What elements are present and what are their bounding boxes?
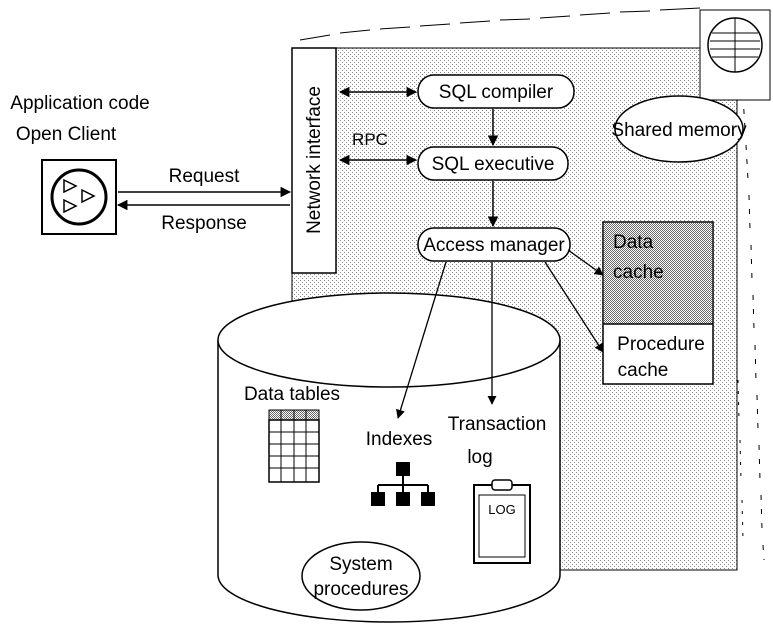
procedure-cache-label-line2: cache — [618, 360, 669, 381]
shared-memory-icon — [699, 9, 771, 101]
indexes-label: Indexes — [366, 429, 433, 450]
network-interface-box: Network interface — [291, 47, 337, 274]
system-procedures-label-line2: procedures — [313, 579, 408, 600]
response-label: Response — [161, 213, 247, 234]
access-proccache-arrow — [544, 261, 604, 353]
sql-compiler-box: SQL compiler — [417, 74, 575, 109]
transaction-log-label-line2: log — [467, 447, 492, 468]
procedure-cache-label-line1: Procedure — [617, 334, 705, 355]
cache-box: Data cache Procedure cache — [602, 221, 714, 385]
sql-compiler-label: SQL compiler — [439, 82, 554, 103]
shared-memory-oval: Shared memory — [611, 95, 747, 163]
index-tree-icon — [371, 462, 435, 506]
data-cache-label-line2: cache — [613, 262, 664, 283]
access-manager-box: Access manager — [417, 227, 571, 262]
rpc-label: RPC — [352, 130, 388, 149]
data-table-icon — [268, 409, 320, 483]
request-label: Request — [169, 166, 240, 187]
access-datacache-arrow — [567, 249, 604, 276]
data-cache-label-line1: Data — [613, 232, 654, 253]
transaction-log-label-line1: Transaction — [448, 414, 547, 435]
system-procedures-label-line1: System — [329, 554, 392, 575]
open-client-icon — [41, 159, 117, 235]
system-procedures-oval: System procedures — [301, 541, 421, 611]
client-title-line2: Open Client — [16, 124, 117, 145]
client-title-line1: Application code — [10, 93, 149, 114]
sql-executive-label: SQL executive — [432, 154, 555, 175]
data-cache-region — [604, 223, 712, 324]
log-badge: LOG — [488, 502, 515, 517]
data-tables-label: Data tables — [244, 384, 340, 405]
sql-executive-box: SQL executive — [417, 146, 569, 181]
access-indexes-arrow — [396, 261, 447, 419]
shared-memory-label: Shared memory — [611, 120, 747, 141]
network-interface-label: Network interface — [304, 86, 325, 234]
log-clipboard-icon: LOG — [473, 479, 531, 564]
access-manager-label: Access manager — [423, 235, 565, 256]
